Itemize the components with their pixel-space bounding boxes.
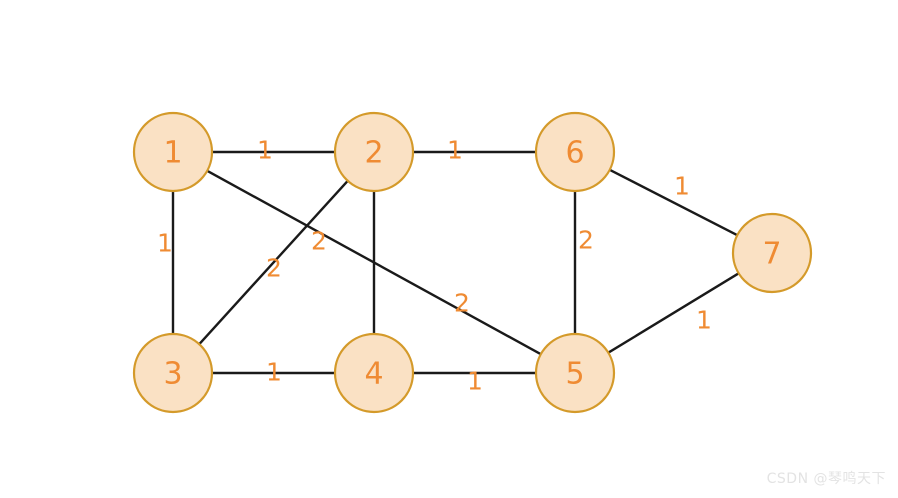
edge-weight-6-7: 1 [674,172,690,201]
edge-weight-4-5: 1 [467,367,483,396]
edge-weight-1-5: 2 [454,289,470,318]
edge-weight-6-5: 2 [578,226,594,255]
node-label-2: 2 [364,136,383,171]
node-7[interactable]: 7 [731,212,813,294]
edge-5-7 [607,272,740,354]
node-circle-7[interactable] [731,212,813,294]
edge-weight-3-4: 1 [266,358,282,387]
edge-weight-2-4: 2 [311,227,327,256]
node-6[interactable]: 6 [534,111,616,193]
edge-weight-2-6: 1 [447,136,463,165]
node-5[interactable]: 5 [534,332,616,414]
edge-weight-2-3: 2 [266,254,282,283]
node-circle-1[interactable] [132,111,214,193]
edge-6-7 [609,168,738,237]
node-1[interactable]: 1 [132,111,214,193]
node-label-4: 4 [364,357,383,392]
edge-weight-5-7: 1 [696,306,712,335]
edge-2-3 [198,180,349,345]
nodes-layer: 1 2 6 7 3 4 5 [132,111,813,414]
node-label-1: 1 [163,136,182,171]
node-circle-4[interactable] [333,332,415,414]
node-circle-3[interactable] [132,332,214,414]
node-circle-5[interactable] [534,332,616,414]
edges-layer [171,150,740,375]
node-label-7: 7 [762,237,781,272]
watermark: CSDN @琴鸣天下 [766,471,886,487]
node-circle-2[interactable] [333,111,415,193]
node-3[interactable]: 3 [132,332,214,414]
node-circle-6[interactable] [534,111,616,193]
node-2[interactable]: 2 [333,111,415,193]
node-label-6: 6 [565,136,584,171]
node-4[interactable]: 4 [333,332,415,414]
edge-weight-1-3: 1 [157,229,173,258]
node-label-5: 5 [565,357,584,392]
edge-weight-1-2: 1 [257,136,273,165]
node-label-3: 3 [163,357,182,392]
